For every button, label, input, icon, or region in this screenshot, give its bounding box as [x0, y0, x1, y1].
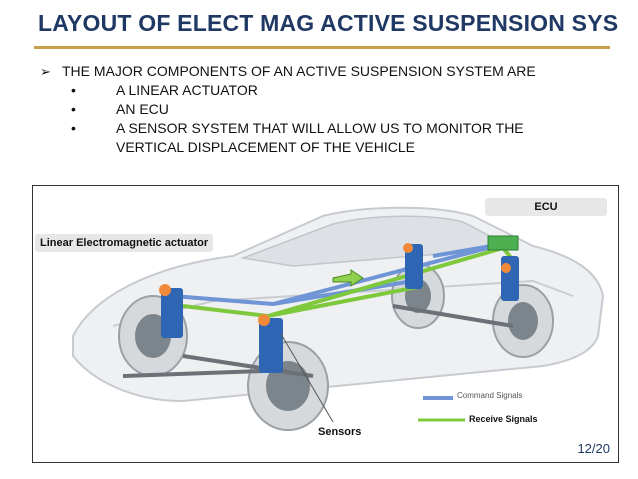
- bullet-item: • AN ECU: [40, 100, 536, 119]
- car-suspension-illustration: [72, 206, 605, 431]
- bullet-item-continued: VERTICAL DISPLACEMENT OF THE VEHICLE: [40, 138, 536, 157]
- control-arms: [122, 304, 514, 378]
- ecu-unit: [487, 235, 519, 251]
- slide-title: LAYOUT OF ELECT MAG ACTIVE SUSPENSION SY…: [38, 10, 619, 36]
- bullet-intro: ➢ THE MAJOR COMPONENTS OF AN ACTIVE SUSP…: [40, 62, 536, 81]
- bullet-item: • A LINEAR ACTUATOR: [40, 81, 536, 100]
- actuator-rear-right: [501, 256, 519, 301]
- bullet-item-text: A SENSOR SYSTEM THAT WILL ALLOW US TO MO…: [116, 120, 524, 136]
- dot-bullet-icon: •: [71, 101, 76, 117]
- dot-bullet-icon: •: [71, 120, 76, 136]
- bullet-intro-text: THE MAJOR COMPONENTS OF AN ACTIVE SUSPEN…: [62, 63, 536, 79]
- car-roof-glass: [240, 215, 516, 267]
- legend-command-label: Command Signals: [457, 391, 523, 400]
- bullet-item-text: AN ECU: [116, 101, 169, 117]
- sensors-label: Sensors: [318, 426, 362, 438]
- arrow-bullet-icon: ➢: [40, 64, 51, 79]
- rear-right-wheel: [492, 284, 554, 358]
- sensors-leader-line: [280, 333, 334, 423]
- bullet-item-text: VERTICAL DISPLACEMENT OF THE VEHICLE: [116, 139, 416, 155]
- actuator-label: Linear Electromagnetic actuator: [35, 234, 214, 252]
- actuator-front-left: [159, 284, 183, 338]
- bullet-list: ➢ THE MAJOR COMPONENTS OF AN ACTIVE SUSP…: [40, 62, 536, 157]
- bullet-item-text: A LINEAR ACTUATOR: [116, 82, 258, 98]
- dot-bullet-icon: •: [71, 82, 76, 98]
- title-underline: [34, 46, 610, 49]
- actuator-front-right: [258, 314, 283, 373]
- bullet-item: • A SENSOR SYSTEM THAT WILL ALLOW US TO …: [40, 119, 536, 138]
- actuator-rear-left: [403, 243, 423, 289]
- page-number: 12/20: [577, 441, 610, 456]
- suspension-figure-panel: Linear Electromagnetic actuator ECU Sens…: [32, 185, 619, 463]
- ecu-label: ECU: [485, 198, 607, 216]
- signal-direction-arrow: [332, 269, 364, 287]
- legend-receive-label: Receive Signals: [469, 414, 538, 424]
